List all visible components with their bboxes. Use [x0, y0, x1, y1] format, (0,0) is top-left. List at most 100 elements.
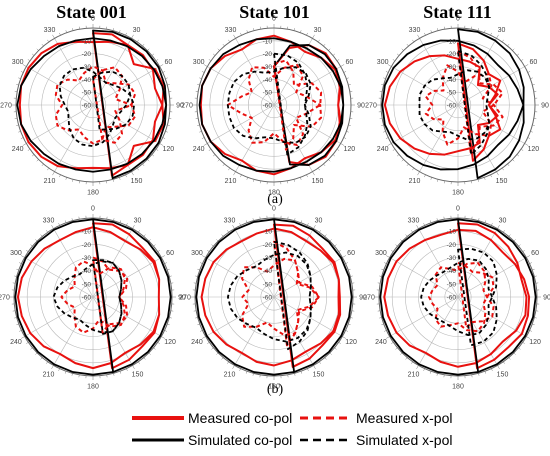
degree-tick — [524, 64, 529, 67]
degree-tick — [348, 323, 351, 326]
degree-tick — [239, 223, 241, 226]
degree-tick — [125, 174, 127, 178]
degree-tick — [332, 53, 336, 56]
angle-label: 0 — [272, 206, 276, 213]
degree-tick — [324, 357, 327, 360]
degree-tick — [313, 365, 316, 370]
degree-tick — [342, 255, 347, 258]
grid-spoke — [457, 296, 498, 366]
legend-label-simulated-x-pol: Simulated x-pol — [356, 432, 453, 448]
angle-label: 300 — [191, 250, 203, 257]
degree-tick — [346, 77, 349, 79]
polar-chart-b-3: -10-20-30-40-50-600306090120150180210240… — [363, 206, 550, 391]
degree-tick — [430, 177, 432, 180]
r-tick-label: -60 — [82, 103, 92, 110]
degree-tick — [125, 32, 127, 36]
degree-tick — [524, 143, 529, 146]
degree-tick — [343, 71, 347, 73]
angle-label: 60 — [347, 250, 355, 257]
degree-tick — [518, 347, 521, 350]
degree-tick — [253, 28, 255, 31]
angle-label: 0 — [272, 16, 276, 23]
series-simulated-co-pol — [14, 218, 172, 376]
angle-label: 180 — [452, 384, 464, 391]
series-measured-x-pol — [424, 50, 504, 154]
degree-tick — [233, 34, 236, 39]
degree-tick — [207, 342, 210, 344]
degree-tick — [47, 167, 50, 171]
degree-tick — [151, 53, 155, 56]
angle-label: 330 — [409, 27, 421, 34]
degree-tick — [164, 330, 167, 332]
angle-label: 90 — [176, 103, 184, 110]
degree-tick — [348, 84, 351, 86]
grid-spoke — [26, 104, 94, 144]
r-tick-label: -10 — [447, 229, 457, 236]
degree-tick — [132, 224, 135, 229]
degree-tick — [496, 34, 499, 39]
angle-label: 330 — [225, 27, 237, 34]
degree-tick — [18, 77, 21, 79]
grid-spoke — [389, 296, 459, 337]
series-simulated-co-pol — [379, 218, 537, 376]
degree-tick — [436, 218, 438, 221]
degree-tick — [19, 330, 22, 332]
degree-tick — [334, 244, 337, 247]
angle-label: 180 — [452, 190, 464, 197]
degree-tick — [423, 223, 425, 226]
degree-tick — [387, 143, 392, 146]
degree-tick — [400, 352, 403, 355]
degree-tick — [197, 124, 200, 126]
degree-tick — [147, 48, 150, 51]
polar-chart-a-3: -10-20-30-40-50-600306090120150180210240… — [365, 16, 549, 197]
degree-tick — [112, 28, 114, 31]
degree-tick — [221, 234, 224, 237]
degree-tick — [165, 77, 168, 79]
angle-label: 0 — [456, 16, 460, 23]
series-measured-co-pol — [16, 222, 161, 370]
angle-label: 210 — [409, 178, 421, 185]
degree-tick — [383, 131, 386, 133]
r-tick-label: -20 — [447, 242, 457, 249]
polar-chart-b-1: -10-20-30-40-50-600306090120150180210240… — [0, 206, 186, 391]
degree-tick — [385, 137, 389, 139]
degree-tick — [342, 336, 347, 339]
degree-tick — [227, 361, 229, 364]
degree-tick — [522, 250, 525, 252]
grid-spoke — [54, 38, 94, 106]
series-measured-co-pol — [200, 223, 342, 368]
legend-item-simulated-x-pol: Simulated x-pol — [300, 430, 453, 450]
angle-label: 150 — [132, 372, 144, 379]
angle-label: 90 — [359, 295, 367, 302]
r-tick-label: -10 — [263, 229, 273, 236]
degree-tick — [217, 159, 220, 162]
degree-tick — [167, 124, 170, 126]
degree-tick — [208, 148, 212, 151]
degree-tick — [392, 59, 396, 62]
degree-tick — [16, 84, 19, 86]
angle-label: 300 — [10, 250, 22, 257]
degree-tick — [534, 317, 537, 319]
angle-label: 30 — [134, 217, 142, 224]
series-simulated-x-pol — [418, 50, 491, 156]
angle-label: 120 — [529, 339, 541, 346]
degree-tick — [52, 171, 55, 176]
degree-tick — [201, 71, 205, 73]
polar-chart-b-2: -10-20-30-40-50-600306090120150180210240… — [179, 206, 367, 391]
degree-tick — [159, 64, 164, 67]
degree-tick — [312, 34, 315, 39]
degree-tick — [200, 262, 203, 264]
degree-tick — [65, 30, 67, 33]
series-measured-co-pol — [18, 32, 165, 177]
degree-tick — [131, 34, 134, 39]
degree-tick — [527, 71, 531, 73]
degree-tick — [59, 174, 61, 178]
r-tick-label: -50 — [82, 281, 92, 288]
degree-tick — [161, 336, 166, 339]
degree-tick — [169, 317, 172, 319]
angle-label: 150 — [496, 178, 508, 185]
legend-item-measured-x-pol: Measured x-pol — [300, 408, 453, 428]
degree-tick — [195, 275, 198, 277]
r-tick-label: -60 — [82, 295, 92, 302]
degree-tick — [424, 32, 426, 36]
